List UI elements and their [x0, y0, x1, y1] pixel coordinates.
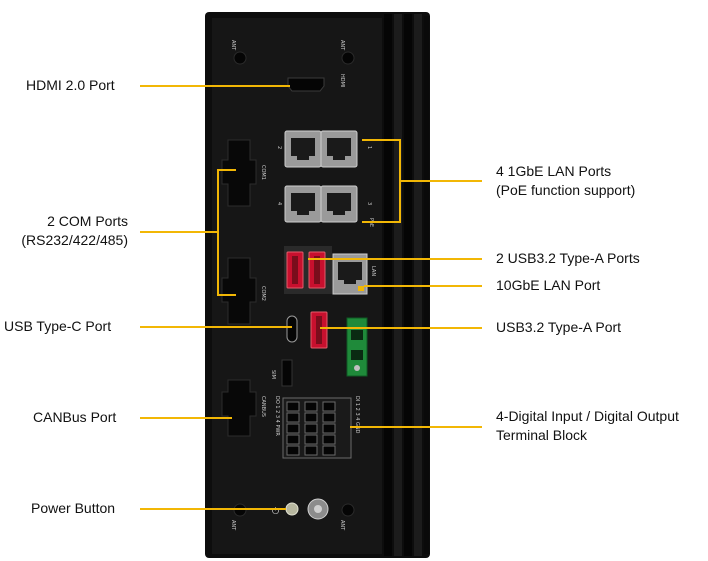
canbus-port — [221, 379, 257, 437]
canbus-label: CANBus Port — [33, 409, 117, 425]
dio-label-line1: 4-Digital Input / Digital Output — [496, 408, 679, 424]
lan-ports-1g — [284, 130, 358, 223]
lan-silk: LAN — [370, 266, 376, 276]
lan-label-line1: 4 1GbE LAN Ports — [496, 163, 612, 179]
usb-typec-port — [286, 315, 298, 343]
hdmi-label: HDMI 2.0 Port — [26, 77, 115, 93]
com1-silk: COM1 — [260, 165, 266, 180]
power-terminal — [346, 317, 368, 377]
di-pins-silk: DI 1 2 3 4 GND — [354, 396, 360, 434]
dio-label: 4-Digital Input / Digital Output Termina… — [496, 407, 679, 445]
lan10g-label: 10GbE LAN Port — [496, 277, 601, 293]
com-ports — [221, 139, 257, 325]
usb32-dual-ports — [284, 246, 332, 294]
port-4-silk: 4 — [276, 202, 282, 205]
usb2-label: 2 USB3.2 Type-A Ports — [496, 250, 640, 266]
ant-label-bottom-right: ANT — [339, 520, 345, 531]
com-label-line2: (RS232/422/485) — [21, 232, 128, 248]
sim-silk: SIM — [270, 370, 276, 379]
hdmi-port — [287, 77, 325, 92]
canbus-silk: CANBUS — [260, 396, 266, 417]
ant-label-top-left: ANT — [230, 40, 236, 51]
power-button: ⏻ — [272, 498, 329, 520]
com2-silk: COM2 — [260, 286, 266, 301]
usbc-label: USB Type-C Port — [4, 318, 112, 334]
sim-slot — [281, 359, 293, 387]
usb1-label: USB3.2 Type-A Port — [496, 319, 622, 335]
lan-port-10g — [332, 253, 368, 295]
port-2-silk: 2 — [276, 146, 282, 149]
callout-lines — [140, 85, 482, 510]
power-button-label: Power Button — [31, 500, 116, 516]
dio-terminal-block — [282, 397, 352, 459]
com-label-line1: 2 COM Ports — [47, 213, 128, 229]
lan-label: 4 1GbE LAN Ports (PoE function support) — [496, 162, 635, 200]
com-label: 2 COM Ports (RS232/422/485) — [21, 212, 128, 250]
ant-label-bottom-left: ANT — [230, 520, 236, 531]
port-1-silk: 1 — [366, 146, 372, 149]
hdmi-silk: HDMI — [339, 74, 345, 87]
power-symbol-icon: ⏻ — [272, 506, 279, 517]
com-bracket — [217, 169, 236, 296]
ant-label-top-right: ANT — [339, 40, 345, 51]
port-3-silk: 3 — [366, 202, 372, 205]
do-pins-silk: DO 1 2 3 4 PWR — [274, 396, 280, 436]
dio-label-line2: Terminal Block — [496, 427, 588, 443]
lan-label-line2: (PoE function support) — [496, 182, 636, 198]
usb32-single-port — [310, 311, 328, 349]
